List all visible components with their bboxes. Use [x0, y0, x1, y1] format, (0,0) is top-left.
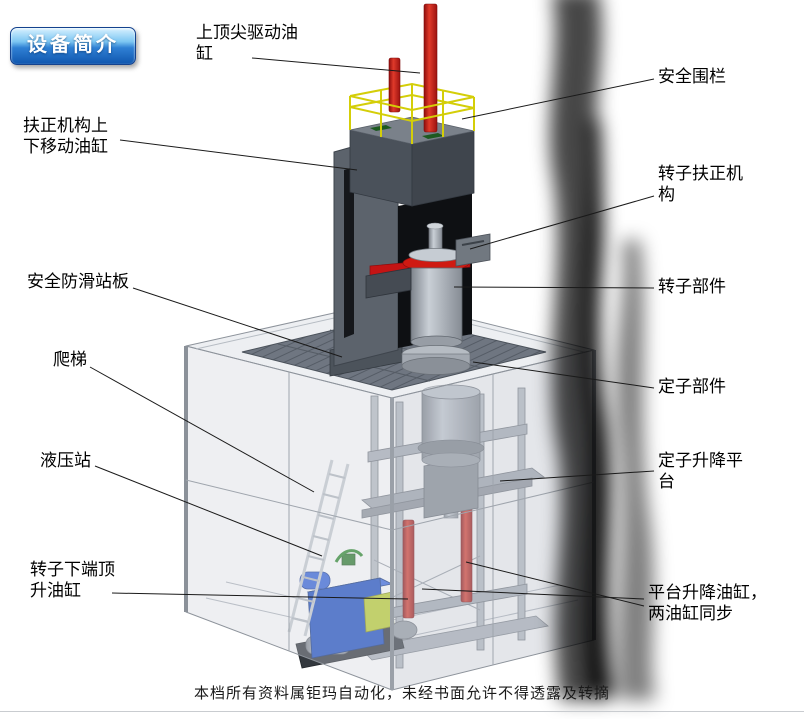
label-rotor-bottom-jack-cylinder: 转子下端顶升油缸 — [30, 560, 115, 601]
ladder — [287, 459, 350, 637]
rotor-assembly — [365, 222, 491, 375]
leader-rotor-part — [453, 286, 655, 289]
leader-anti-slip — [132, 287, 343, 358]
top-drive-cylinder — [388, 3, 438, 133]
leader-stator-part — [472, 361, 655, 389]
label-platform-lift-cylinders: 平台升降油缸，两油缸同步 — [648, 583, 767, 624]
title-badge: 设备简介 — [10, 27, 136, 65]
leader-ladder — [89, 366, 315, 493]
bottom-rule — [0, 711, 804, 712]
leader-stator-platform — [499, 470, 655, 482]
leader-platform-cyl-2 — [465, 561, 645, 607]
smoke-shadow — [549, 0, 656, 700]
label-stator-lift-platform: 定子升降平台 — [658, 451, 743, 492]
label-rotor-centering-mechanism: 转子扶正机构 — [658, 164, 743, 205]
label-stator-part: 定子部件 — [658, 377, 726, 396]
leader-top-drive-cylinder — [251, 57, 421, 74]
leader-hydraulic — [94, 465, 323, 557]
leader-safety-fence — [461, 78, 655, 120]
leader-lines — [89, 57, 655, 607]
leader-centering-cylinder — [119, 139, 358, 171]
label-hydraulic-station: 液压站 — [40, 451, 91, 470]
leader-rotor-jack — [111, 592, 409, 600]
footer-disclaimer: 本档所有资料属钜玛自动化，未经书面允许不得透露及转摘 — [193, 686, 610, 702]
label-centering-move-cylinder: 扶正机构上下移动油缸 — [23, 116, 108, 157]
leader-rotor-centering — [469, 195, 655, 250]
stator-assembly — [417, 384, 485, 519]
label-top-drive-cylinder: 上顶尖驱动油缸 — [196, 23, 298, 64]
label-safety-fence: 安全围栏 — [658, 67, 726, 86]
label-ladder: 爬梯 — [53, 350, 87, 369]
label-rotor-part: 转子部件 — [658, 277, 726, 296]
safety-fence-front — [349, 95, 475, 144]
label-anti-slip-board: 安全防滑站板 — [27, 272, 129, 291]
